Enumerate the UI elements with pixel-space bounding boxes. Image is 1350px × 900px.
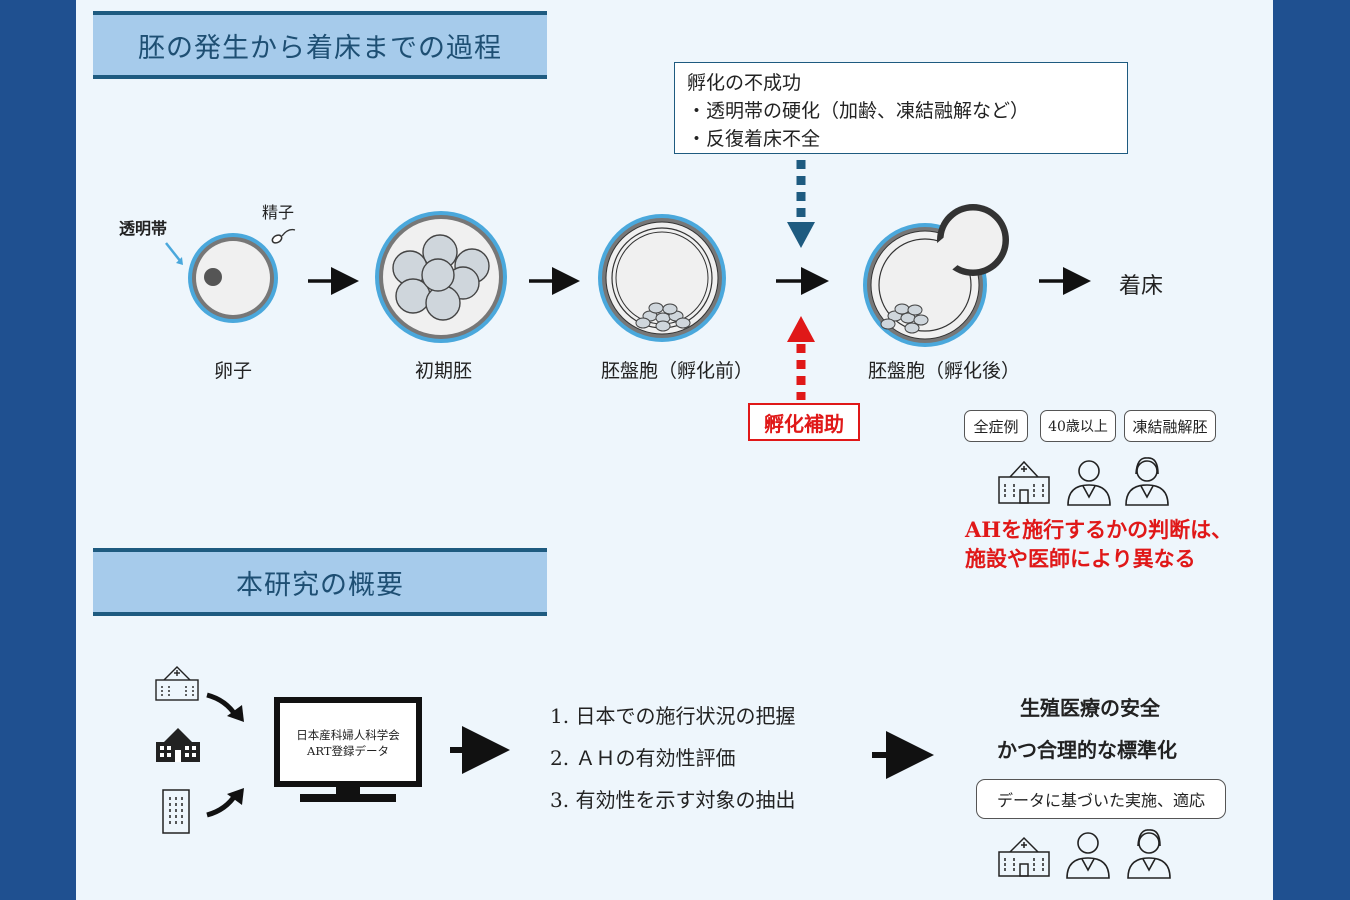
failure-title: 孵化の不成功 [687,72,802,94]
section-heading-overview: 本研究の概要 [93,548,547,616]
aim-3: 3. 有効性を示す対象の抽出 [550,788,796,812]
overview-arrows [450,726,934,779]
hospital-icon-2 [998,836,1050,877]
doctor-female-icon [1125,457,1169,506]
hatching-failure-box: 孵化の不成功 ・透明帯の硬化（加齢、凍結融解など） ・反復着床不全 [674,62,1128,154]
database-line-2: ART登録データ [307,744,389,758]
clinic-icon [155,666,199,701]
implantation-label: 着床 [1119,274,1164,299]
judgement-line-1: AHを施行するかの判断は、 [965,517,1233,542]
stage-label-blastocyst-post: 胚盤胞（孵化後） [868,360,1021,382]
goal-line-1: 生殖医療の安全 [1020,696,1160,720]
zona-pointer [165,242,182,263]
database-monitor-icon [274,697,422,802]
criteria-bubble-age: 40歳以上 [1040,410,1116,442]
doctor-female-icon-2 [1127,829,1171,879]
zona-label: 透明帯 [119,219,168,238]
doctor-male-icon [1067,460,1111,506]
blastocyst-prehatch-icon [598,214,726,342]
stage-label-egg: 卵子 [214,360,253,382]
stage-label-blastocyst-pre: 胚盤胞（孵化前） [601,360,754,382]
failure-reason-1: ・透明帯の硬化（加齢、凍結融解など） [687,100,1030,122]
doctor-male-icon-2 [1066,832,1110,879]
hospital-large-icon [156,728,200,762]
office-building-icon [162,789,190,834]
section-heading-process: 胚の発生から着床までの過程 [93,11,547,79]
assist-arrow [787,316,815,400]
failure-reason-2: ・反復着床不全 [687,128,821,150]
egg-cell-icon [188,233,278,323]
sperm-icon [271,228,296,244]
stage-label-early-embryo: 初期胚 [415,360,473,382]
criteria-bubble-all: 全症例 [964,410,1028,442]
assisted-hatching-label: 孵化補助 [748,403,860,441]
judgement-line-2: 施設や医師により異なる [965,546,1196,571]
criteria-bubble-frozen: 凍結融解胚 [1124,410,1216,442]
aim-2: 2. ＡＨの有効性評価 [550,746,736,770]
evidence-bubble: データに基づいた実施、適応 [976,779,1226,819]
goal-line-2: かつ合理的な標準化 [997,738,1177,762]
hospital-icon [998,460,1050,504]
aim-1: 1. 日本での施行状況の把握 [550,704,796,728]
sperm-label: 精子 [262,203,295,222]
database-label: 日本産科婦人科学会 ART登録データ [283,727,413,759]
failure-arrow [787,160,815,248]
early-embryo-icon [375,211,507,343]
blastocyst-hatched-icon [863,204,1009,347]
database-line-1: 日本産科婦人科学会 [296,728,400,742]
